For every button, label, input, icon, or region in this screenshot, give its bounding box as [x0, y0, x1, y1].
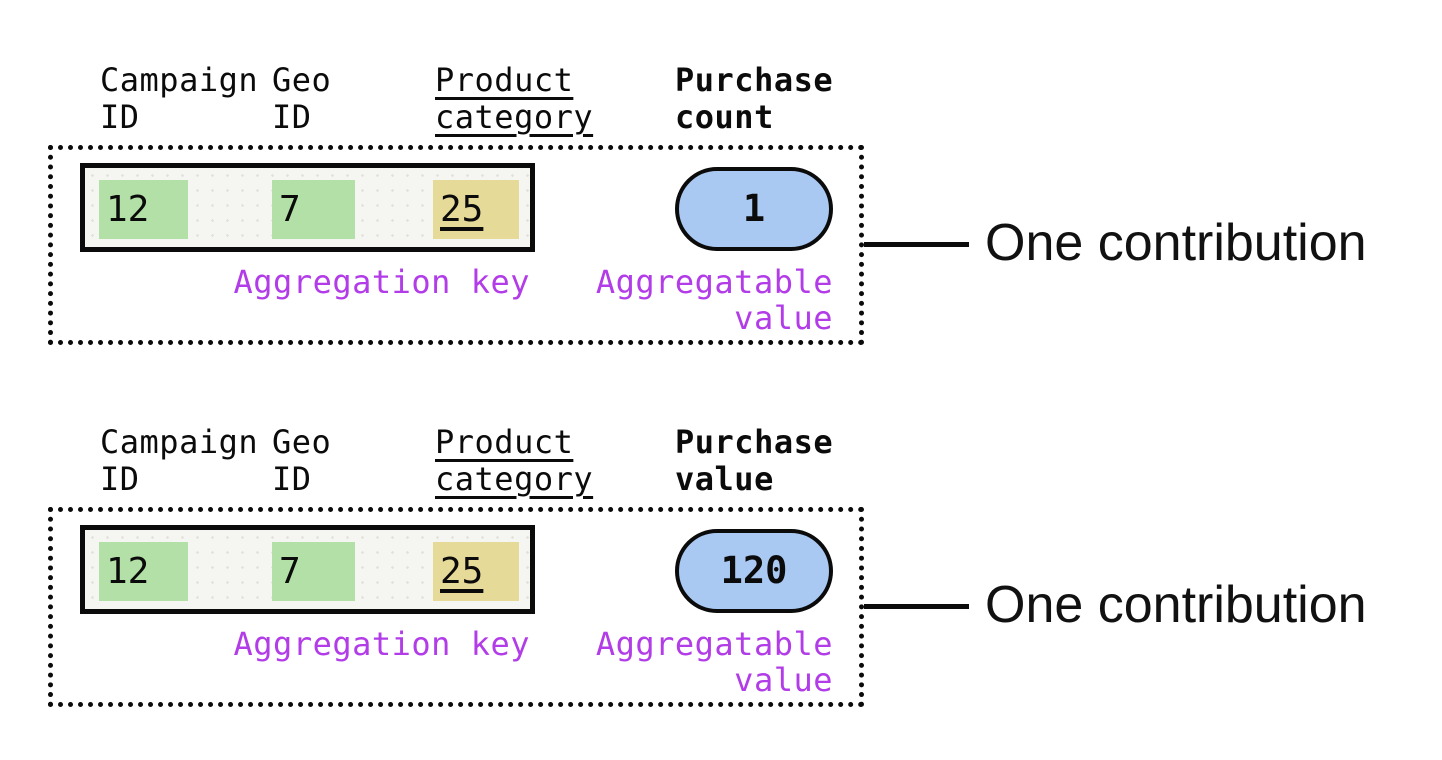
column-header-geo-id: Geo ID	[272, 61, 332, 136]
column-header-purchase-count: Purchase count	[675, 61, 834, 136]
aggregatable-value-label: Aggregatable value	[595, 625, 833, 699]
connector-line	[864, 604, 969, 609]
column-header-purchase-value: Purchase value	[675, 423, 834, 498]
column-header-campaign-id: Campaign ID	[100, 423, 259, 498]
record-cell-geo-id: 7	[272, 180, 355, 239]
column-header-campaign-id: Campaign ID	[100, 61, 259, 136]
one-contribution-label: One contribution	[985, 576, 1367, 634]
record-cell-geo-id: 7	[272, 542, 355, 601]
aggregatable-value-pill: 120	[675, 529, 833, 613]
connector-line	[864, 242, 969, 247]
aggregatable-value-pill: 1	[675, 167, 833, 251]
one-contribution-label: One contribution	[985, 214, 1367, 272]
aggregation-key-label: Aggregation key	[233, 263, 530, 301]
column-header-geo-id: Geo ID	[272, 423, 332, 498]
column-header-product-category: Product category	[435, 423, 594, 498]
record-cell-product-category: 25	[433, 180, 519, 239]
aggregatable-value-label: Aggregatable value	[595, 263, 833, 337]
record-cell-campaign-id: 12	[99, 180, 188, 239]
record-cell-campaign-id: 12	[99, 542, 188, 601]
purchase-value-contribution-section: Campaign ID Geo ID Product category Purc…	[0, 362, 1442, 724]
record-cell-product-category: 25	[433, 542, 519, 601]
contribution-boundary-box	[48, 145, 864, 345]
column-header-product-category: Product category	[435, 61, 594, 136]
contribution-boundary-box	[48, 507, 864, 707]
aggregation-key-label: Aggregation key	[233, 625, 530, 663]
purchase-count-contribution-section: Campaign ID Geo ID Product category Purc…	[0, 0, 1442, 362]
